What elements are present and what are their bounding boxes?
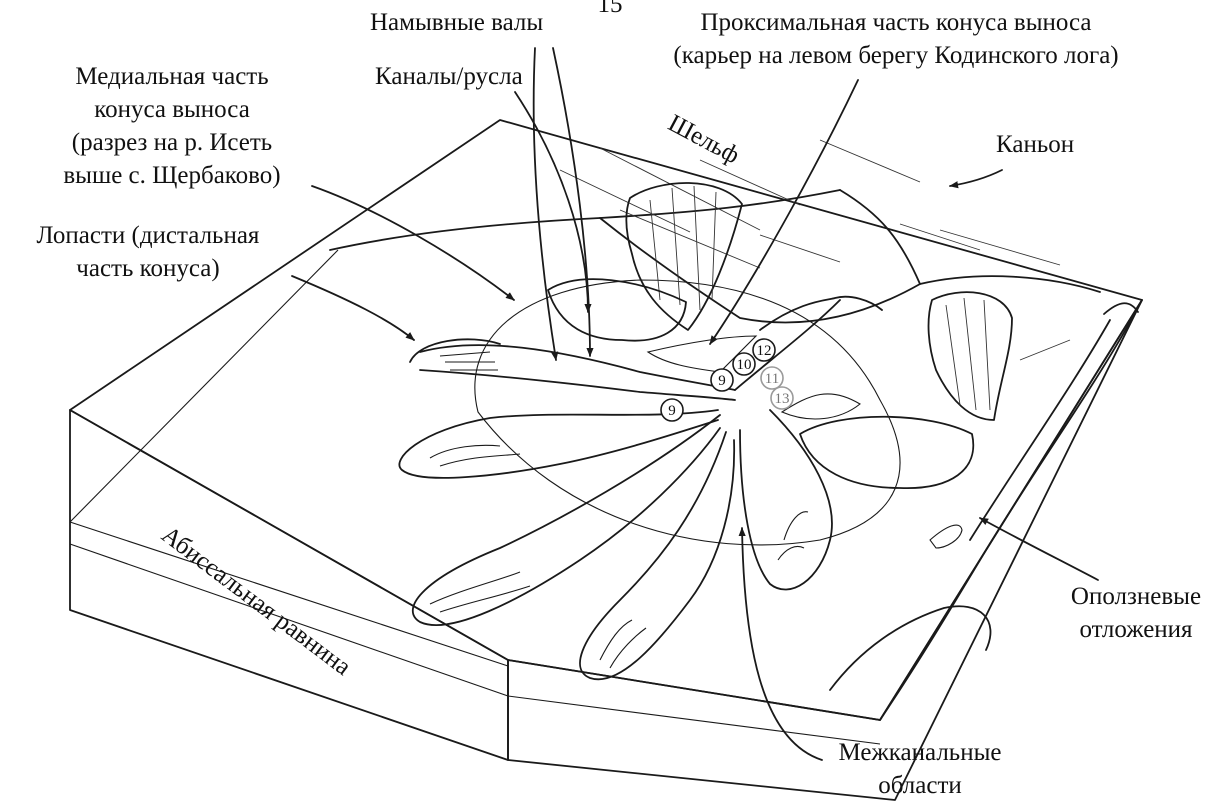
label-lobes-line1: Лопасти (дистальная [37, 222, 260, 249]
marker-label: 9 [668, 403, 676, 419]
marker-label: 9 [718, 373, 726, 389]
arrow-interchannel [742, 528, 822, 760]
arrow-levees-a [534, 48, 556, 360]
label-interchannel-line1: Межканальные [839, 739, 1002, 766]
marker-10: 10 [733, 353, 755, 375]
label-landslide-line1: Оползневые [1071, 583, 1201, 610]
marker-11: 11 [761, 367, 783, 389]
marker-13: 13 [771, 387, 793, 409]
arrow-lobes [292, 276, 414, 340]
label-proximal-line2: (карьер на левом берегу Кодинского лога) [673, 42, 1118, 69]
arrow-medial [312, 186, 514, 300]
marker-label: 11 [765, 371, 779, 387]
arrow-landslide [980, 518, 1098, 580]
arrow-levees-b [553, 48, 590, 356]
label-abyssal-plain: Абиссальная равнина [156, 521, 355, 681]
page-number: 15 [598, 0, 623, 18]
label-medial-line3: (разрез на р. Исеть [72, 129, 272, 156]
arrow-channels [515, 92, 588, 312]
channels [399, 297, 1142, 720]
label-landslide-line2: отложения [1079, 616, 1193, 643]
label-interchannel-line2: области [878, 772, 962, 799]
marker-12: 12 [753, 339, 775, 361]
arrow-canyon [950, 170, 1002, 186]
shelf-slope [330, 140, 1100, 360]
label-shelf: Шельф [664, 110, 744, 170]
leader-arrows [292, 48, 1098, 760]
label-medial-line1: Медиальная часть [75, 63, 268, 90]
labels: Намывные валы Проксимальная часть конуса… [37, 9, 1202, 799]
marker-label: 13 [775, 391, 790, 407]
marker-label: 10 [737, 357, 752, 373]
label-medial-line2: конуса выноса [94, 96, 250, 123]
marker-label: 12 [757, 343, 772, 359]
marker-9-upper: 9 [711, 369, 733, 391]
label-canyon: Каньон [996, 131, 1074, 158]
slump-blocks [548, 183, 1138, 488]
label-lobes-line2: часть конуса) [76, 255, 219, 282]
label-proximal-line1: Проксимальная часть конуса выноса [700, 9, 1091, 36]
marker-9-lower: 9 [661, 399, 683, 421]
label-levees: Намывные валы [370, 9, 543, 36]
label-channels: Каналы/русла [375, 63, 523, 90]
label-medial-line4: выше с. Щербаково) [63, 162, 280, 189]
